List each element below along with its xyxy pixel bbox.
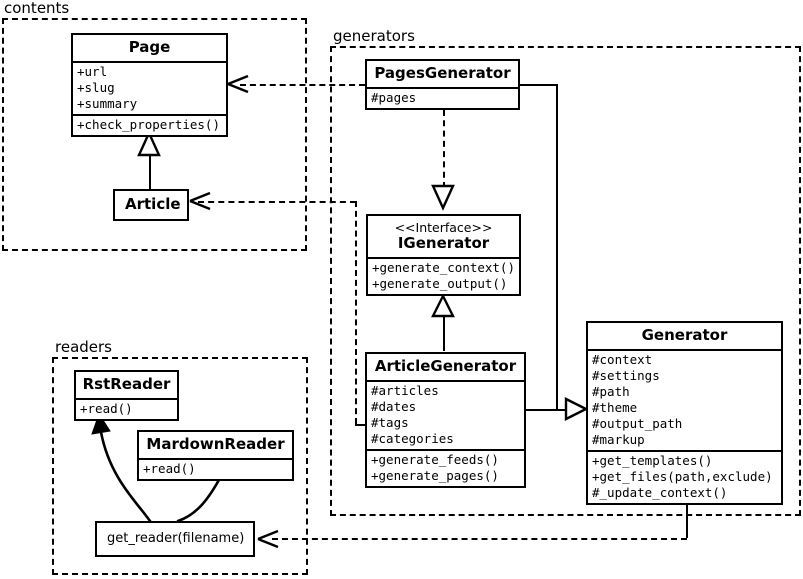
class-article-generator-title: ArticleGenerator: [374, 357, 517, 375]
package-generators: [330, 46, 801, 516]
class-article-generator-attribute: #dates: [371, 399, 417, 414]
class-rst-reader-title: RstReader: [82, 375, 171, 393]
line-articlegen-right-stub: [526, 409, 558, 411]
package-readers: [52, 357, 308, 575]
package-readers-border: [52, 357, 308, 575]
package-readers-label: readers: [53, 338, 114, 356]
class-page-attribute: +slug: [77, 80, 115, 95]
class-article-generator[interactable]: ArticleGenerator #articles #dates #tags …: [365, 352, 526, 488]
line-pagesgen-to-igenerator: [443, 110, 445, 188]
class-pages-generator-attribute: #pages: [371, 90, 417, 105]
line-generator-trunk: [556, 84, 558, 411]
class-pages-generator-attributes: #pages: [367, 87, 518, 108]
class-pages-generator[interactable]: PagesGenerator #pages: [365, 59, 520, 110]
function-get-reader[interactable]: get_reader(filename): [95, 521, 255, 557]
class-rst-reader-method: +read(): [80, 401, 133, 416]
class-generator-method: +get_templates(): [592, 453, 713, 468]
class-mardown-reader-methods: +read(): [139, 458, 292, 479]
package-generators-border: [330, 46, 801, 516]
class-page-attributes: +url +slug +summary: [73, 61, 226, 114]
class-generator-attribute: #markup: [592, 432, 645, 447]
class-page-title: Page: [128, 38, 171, 56]
class-igenerator-title: IGenerator: [397, 234, 490, 252]
class-igenerator-methods: +generate_context() +generate_output(): [368, 257, 519, 294]
line-articlegen-to-igenerator: [443, 313, 445, 351]
class-igenerator[interactable]: <<Interface>> IGenerator +generate_conte…: [366, 214, 521, 296]
line-articlegen-to-article-v: [355, 201, 357, 424]
package-generators-label: generators: [331, 27, 417, 45]
class-rst-reader-methods: +read(): [76, 398, 177, 419]
package-contents-border: [2, 18, 307, 251]
class-page-methods: +check_properties(): [73, 114, 226, 135]
class-mardown-reader-method: +read(): [143, 461, 196, 476]
class-generator-attribute: #context: [592, 352, 653, 367]
package-contents-label: contents: [2, 0, 72, 17]
class-article-title: Article: [125, 195, 181, 213]
class-rst-reader[interactable]: RstReader +read(): [74, 370, 179, 421]
class-page-method: +check_properties(): [77, 117, 220, 132]
class-article-generator-attributes: #articles #dates #tags #categories: [367, 380, 524, 449]
class-article-generator-method: +generate_pages(): [371, 468, 499, 483]
line-articlegen-to-article-stub: [355, 424, 367, 426]
class-generator-method: +get_files(path,exclude): [592, 469, 773, 484]
class-article[interactable]: Article: [113, 189, 189, 221]
line-pagesgen-right-stub: [518, 84, 558, 86]
class-igenerator-method: +generate_output(): [372, 276, 508, 291]
function-get-reader-label: get_reader(filename): [107, 531, 245, 546]
class-article-generator-method: +generate_feeds(): [371, 452, 499, 467]
line-generator-bottom-stub: [686, 504, 688, 538]
class-generator-attribute: #theme: [592, 400, 638, 415]
class-generator-method: #_update_context(): [592, 485, 728, 500]
class-page-attribute: +summary: [77, 96, 138, 111]
class-igenerator-title-block: <<Interface>> IGenerator: [368, 216, 519, 257]
class-generator-attribute: #path: [592, 384, 630, 399]
class-generator-title: Generator: [641, 326, 728, 344]
package-contents: [2, 18, 307, 251]
class-generator-attribute: #settings: [592, 368, 660, 383]
class-article-generator-attribute: #articles: [371, 383, 439, 398]
line-articlegen-to-article-h: [198, 201, 356, 203]
class-generator-attribute: #output_path: [592, 416, 683, 431]
class-generator-attributes: #context #settings #path #theme #output_…: [588, 349, 781, 450]
line-generator-to-get-reader: [272, 538, 687, 540]
class-page-attribute: +url: [77, 64, 108, 79]
class-mardown-reader-title: MardownReader: [146, 435, 285, 453]
class-igenerator-method: +generate_context(): [372, 260, 515, 275]
class-page[interactable]: Page +url +slug +summary +check_properti…: [71, 33, 228, 137]
line-pagesgen-to-page: [240, 84, 365, 86]
class-mardown-reader[interactable]: MardownReader +read(): [137, 430, 294, 481]
class-article-generator-attribute: #categories: [371, 431, 454, 446]
class-article-generator-attribute: #tags: [371, 415, 409, 430]
line-trunk-to-generator-arrow: [556, 409, 570, 411]
class-generator-methods: +get_templates() +get_files(path,exclude…: [588, 450, 781, 503]
class-igenerator-stereotype: <<Interface>>: [394, 220, 493, 235]
class-pages-generator-title: PagesGenerator: [374, 64, 511, 82]
class-generator[interactable]: Generator #context #settings #path #them…: [586, 321, 783, 505]
line-article-to-page: [149, 152, 151, 190]
class-article-generator-methods: +generate_feeds() +generate_pages(): [367, 449, 524, 486]
